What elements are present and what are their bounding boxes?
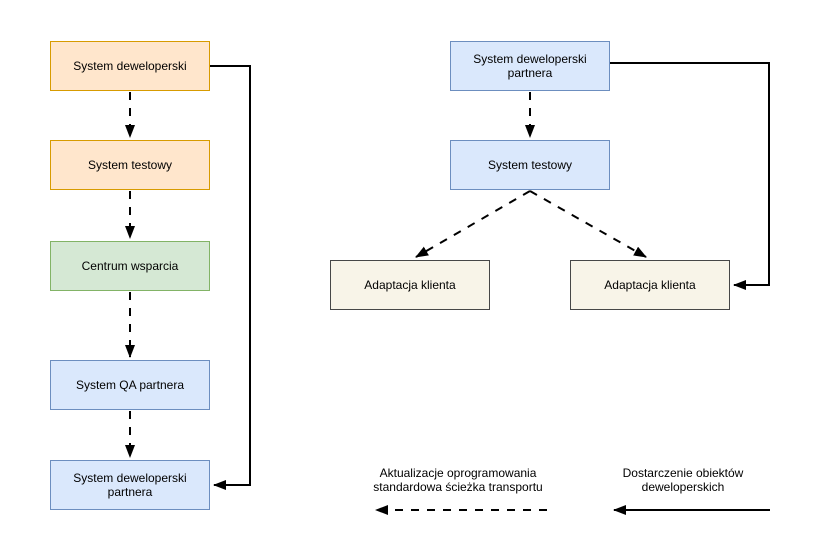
node-label: Adaptacja klienta: [604, 278, 696, 292]
node-system-deweloperski-partnera-left: System deweloperski partnera: [50, 460, 210, 510]
node-label: System deweloperski: [73, 59, 187, 73]
node-label: Adaptacja klienta: [364, 278, 456, 292]
node-label: System deweloperski partnera: [473, 52, 587, 80]
legend-dashed-label: Aktualizacje oprogramowania standardowa …: [373, 466, 543, 494]
node-centrum-wsparcia: Centrum wsparcia: [50, 241, 210, 291]
node-system-deweloperski-partnera-right: System deweloperski partnera: [450, 41, 610, 91]
node-adaptacja-klienta-right: Adaptacja klienta: [570, 260, 730, 310]
node-system-testowy-left: System testowy: [50, 140, 210, 190]
dashed-arrow-test-to-adaptation-left: [415, 190, 531, 258]
dashed-arrow-test-to-adaptation-right: [529, 190, 647, 258]
solid-connector-dev-to-partner-dev: [210, 65, 251, 490]
node-system-deweloperski: System deweloperski: [50, 41, 210, 91]
legend-solid-label: Dostarczenie obiektów deweloperskich: [622, 466, 744, 494]
node-system-testowy-right: System testowy: [450, 140, 610, 190]
node-label: System QA partnera: [75, 378, 185, 392]
node-label: System deweloperski partnera: [73, 471, 187, 499]
node-label: System testowy: [487, 158, 573, 172]
node-label: System testowy: [87, 158, 173, 172]
node-adaptacja-klienta-left: Adaptacja klienta: [330, 260, 490, 310]
solid-connector-partner-dev-to-adaptation: [610, 62, 770, 290]
node-label: Centrum wsparcia: [81, 259, 179, 273]
node-system-qa-partnera: System QA partnera: [50, 360, 210, 410]
